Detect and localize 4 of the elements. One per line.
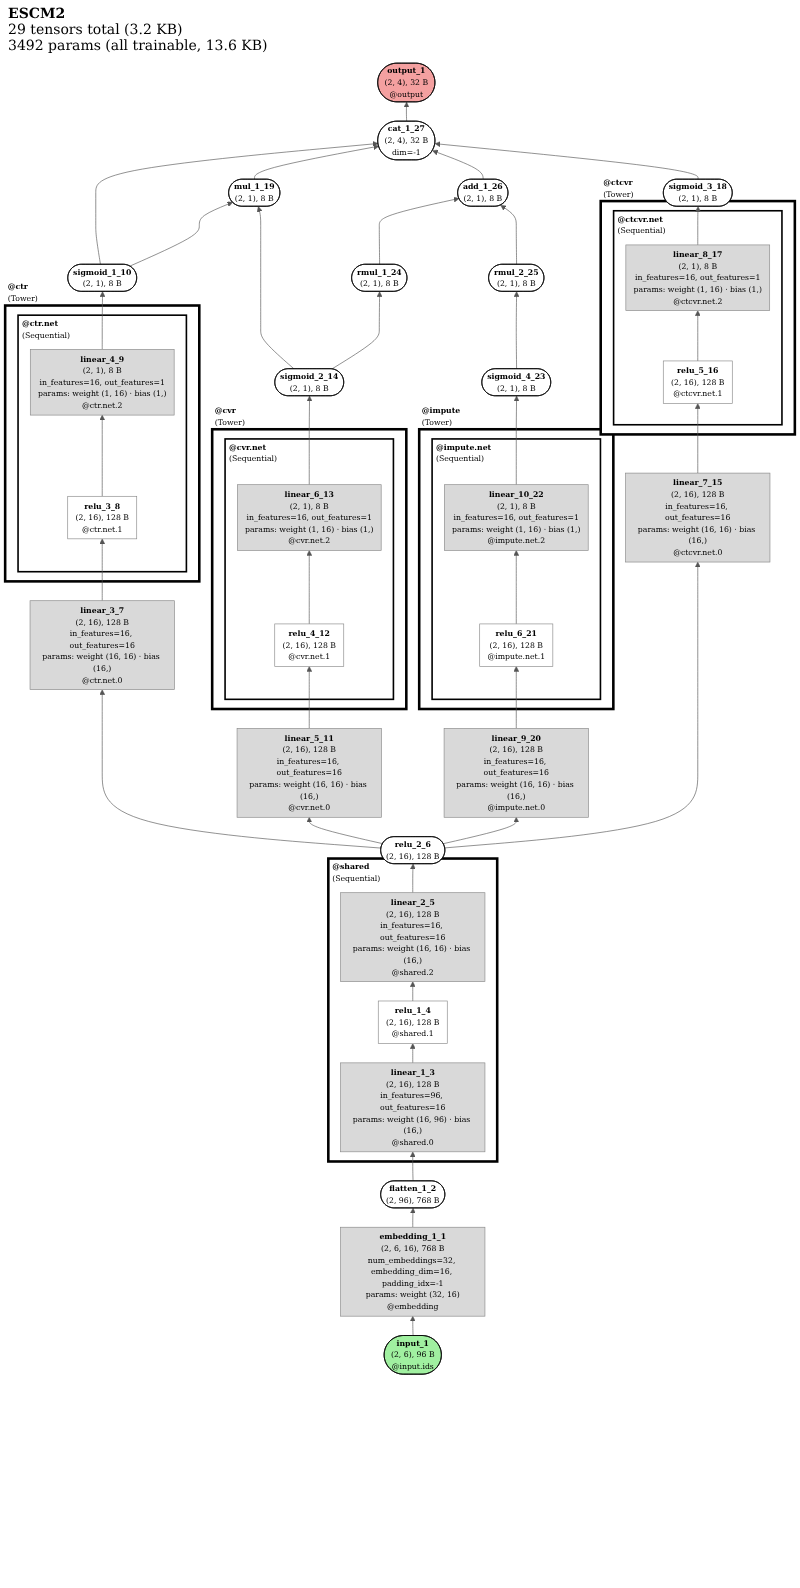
cluster [3, 304, 201, 583]
cluster [210, 427, 408, 711]
cluster [417, 427, 615, 711]
cluster [599, 199, 797, 436]
